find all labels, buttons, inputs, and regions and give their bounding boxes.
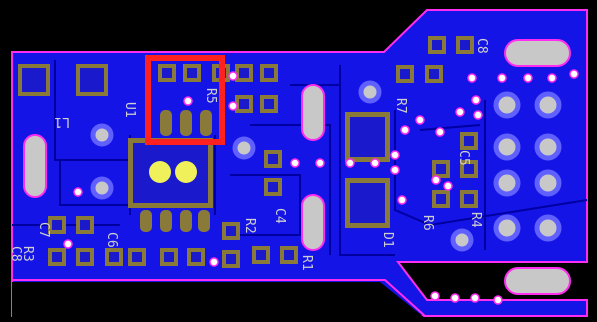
slot-pad-bottom-center [301, 194, 325, 251]
label-r4: R4 [468, 212, 483, 228]
label-r3: R3 [20, 246, 35, 262]
vias [63, 69, 579, 305]
label-u1: U1 [122, 102, 137, 118]
label-c4: C4 [272, 208, 287, 224]
through-hole-pads [90, 80, 562, 252]
slot-pads [23, 39, 571, 295]
slot-pad-left [23, 134, 47, 198]
label-c8-left: C8 [8, 246, 23, 262]
label-c7: C7 [36, 222, 51, 238]
isolation-traces [12, 60, 588, 256]
label-r1: R1 [299, 255, 314, 271]
label-r7: R7 [393, 98, 408, 114]
smd-pad-cores [52, 40, 474, 264]
d1-component [345, 112, 390, 228]
slot-pad-bottom-right [504, 267, 571, 295]
label-r6: R6 [420, 215, 435, 231]
label-r2: R2 [242, 218, 257, 234]
selection-highlight[interactable] [145, 55, 225, 145]
board-cutout-bottom [12, 282, 425, 318]
label-r5: R5 [203, 88, 218, 104]
label-l1: L1 [54, 114, 70, 129]
label-c6: C6 [104, 232, 119, 248]
l1-pads [18, 64, 108, 96]
board-edge-bottom [12, 279, 587, 317]
label-d1: D1 [380, 232, 395, 248]
label-c8-right: C8 [474, 38, 489, 54]
silkscreen-labels: L1 U1 C7 C8 R3 C6 R5 R2 C4 R1 D1 R7 R6 R… [8, 38, 489, 271]
slot-pad-top-right [504, 39, 571, 67]
slot-pad-top-center [301, 84, 325, 141]
label-c5: C5 [456, 150, 471, 166]
u1-component [128, 110, 213, 232]
